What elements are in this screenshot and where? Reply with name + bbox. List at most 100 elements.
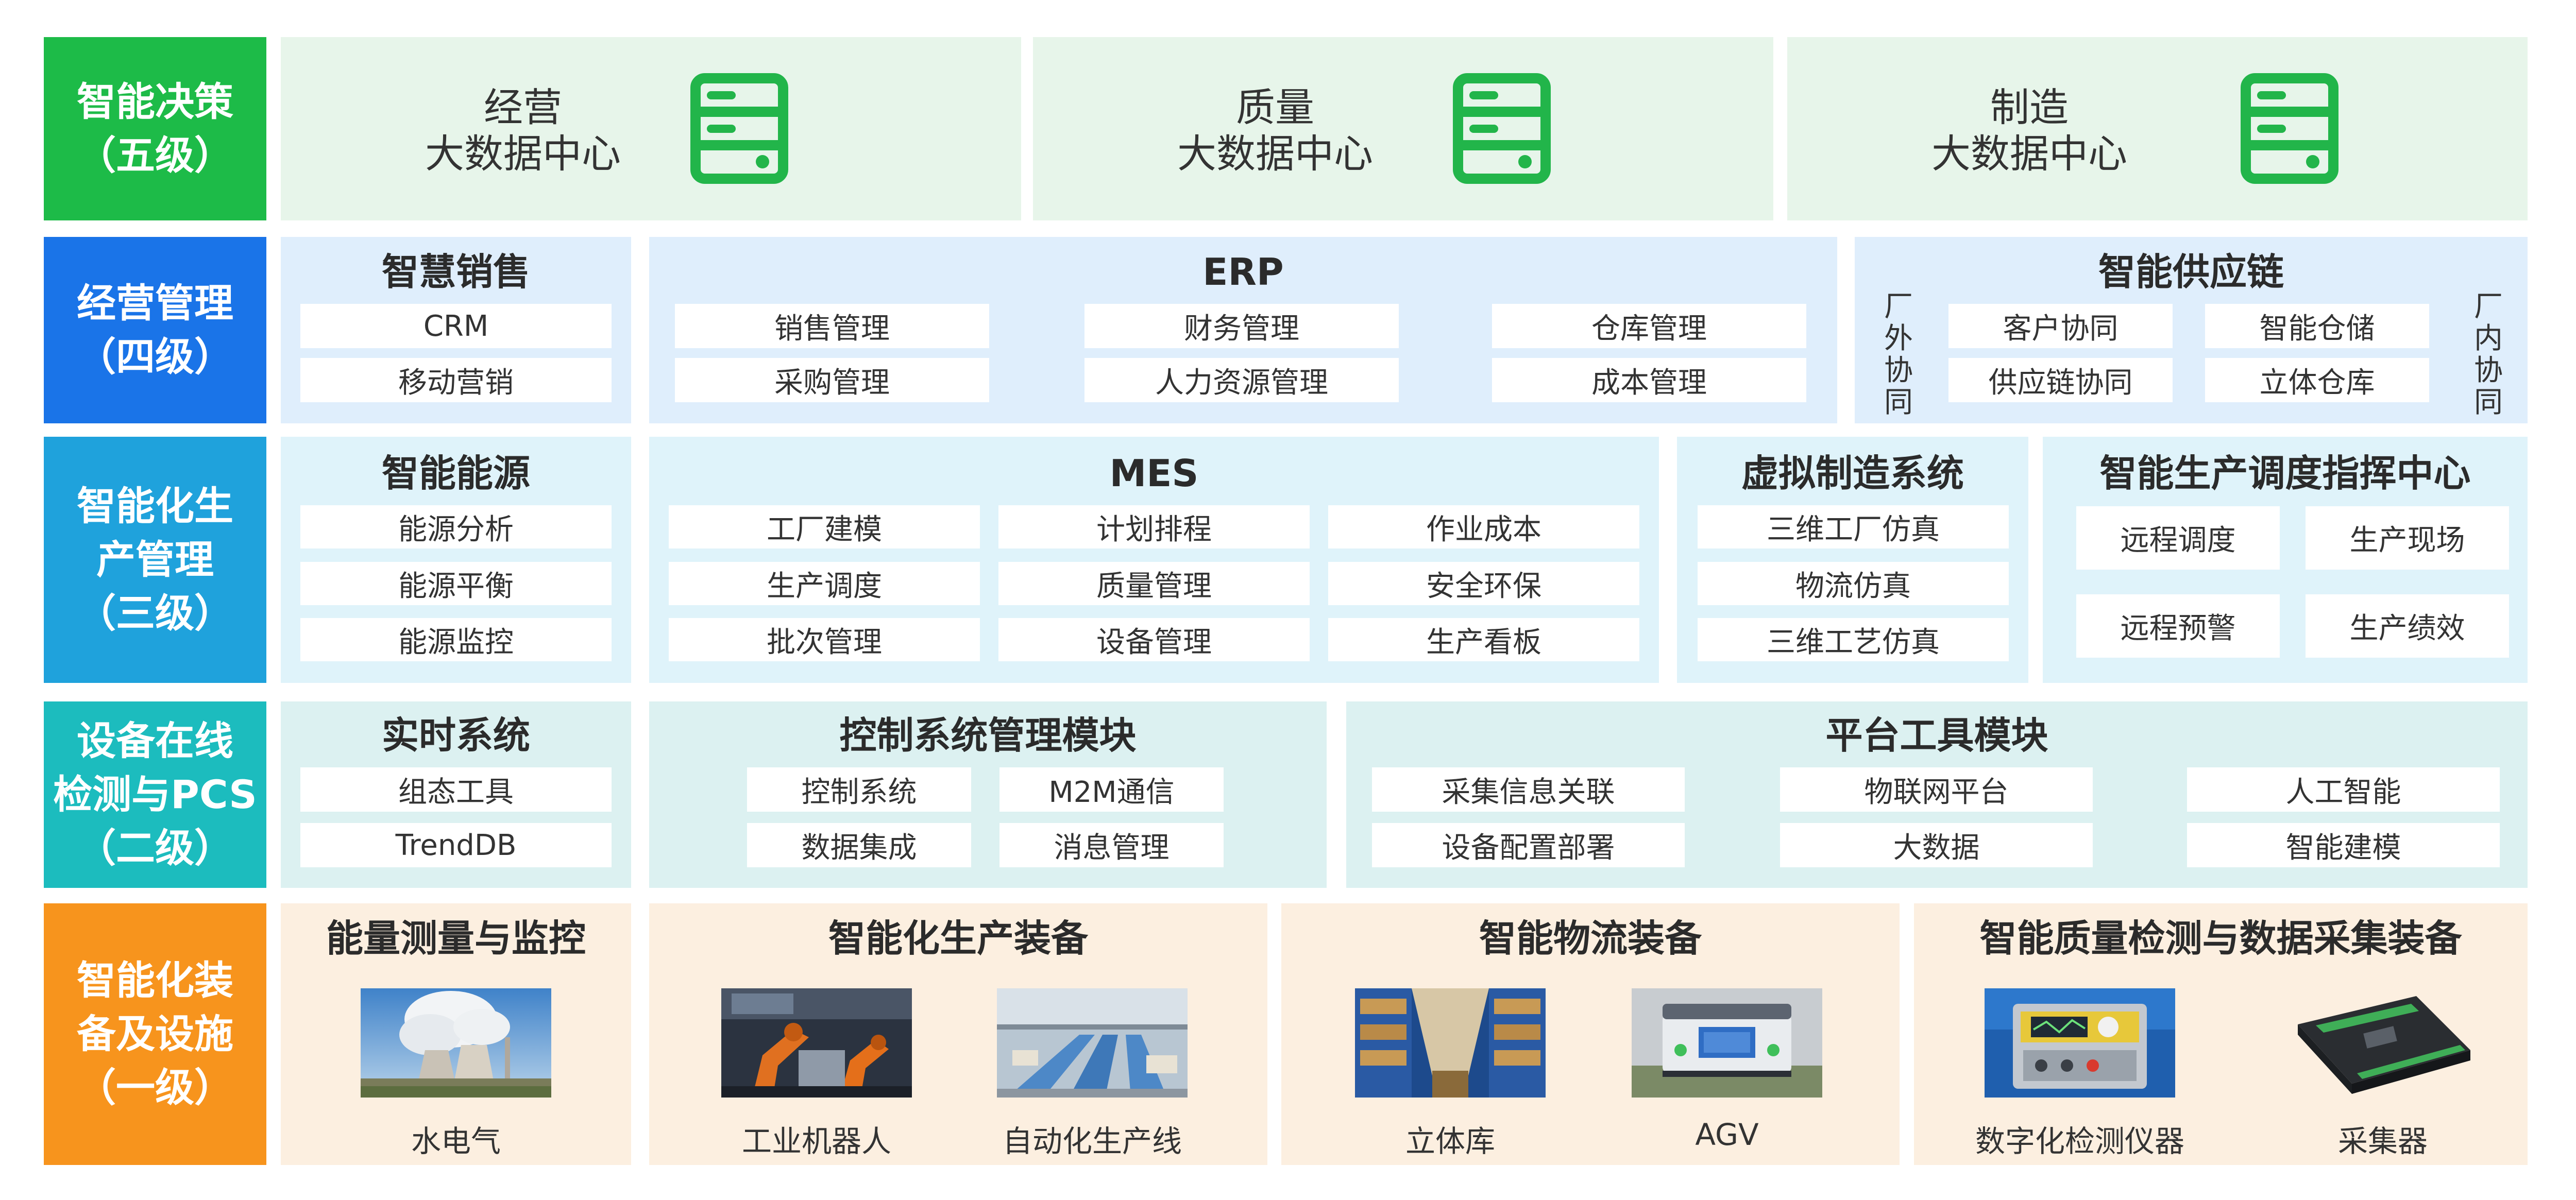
panel-title: ERP [1202,250,1284,294]
data-center-panel-manufacturing: 制造 大数据中心 [1787,37,2528,220]
external-collab-label: 厂外协同 [1884,290,1913,419]
panel-title: 智慧销售 [381,250,530,294]
module-trenddb: TrendDB [300,823,612,867]
equipment-caption: AGV [1695,1117,1759,1152]
module-mobile-marketing: 移动营销 [300,358,612,402]
panel-title: 控制系统管理模块 [839,714,1137,757]
power-plant-photo [361,988,551,1098]
panel-title: 虚拟制造系统 [1741,452,1964,495]
internal-collab-label: 厂内协同 [2474,290,2503,419]
module-safety-env: 安全环保 [1328,562,1639,605]
module-3d-factory-sim: 三维工厂仿真 [1698,505,2009,548]
module-3d-process-sim: 三维工艺仿真 [1698,618,2009,661]
module-production-kpi: 生产绩效 [2306,594,2509,658]
module-production-dispatch: 生产调度 [669,562,980,605]
module-activity-cost: 作业成本 [1328,505,1639,548]
panel-smart-logistics-equipment: 智能物流装备 立体库 AGV [1281,903,1900,1165]
panel-smart-supply-chain: 智能供应链 厂外协同 客户协同 智能仓储 供应链协同 立体仓库 厂内协同 [1855,237,2528,423]
panel-title: 能量测量与监控 [326,917,586,960]
panel-dispatch-center: 智能生产调度指挥中心 远程调度 生产现场 远程预警 生产绩效 [2043,437,2528,683]
module-warehouse-mgmt: 仓库管理 [1492,304,1806,348]
module-3d-warehouse: 立体仓库 [2205,358,2429,402]
module-config-tool: 组态工具 [300,767,612,812]
level-label-2: 设备在线 检测与PCS （二级） [44,701,266,888]
module-control-system: 控制系统 [747,767,971,812]
module-m2m: M2M通信 [999,767,1224,812]
panel-quality-data-equipment: 智能质量检测与数据采集装备 数字化检测仪器 采集器 [1914,903,2528,1165]
equipment-caption: 数字化检测仪器 [1975,1124,2184,1159]
level-label-1: 智能化装 备及设施 （一级） [44,903,266,1165]
panel-title: 智能生产调度指挥中心 [2099,452,2471,495]
module-smart-storage: 智能仓储 [2205,304,2429,348]
server-icon [1453,73,1551,184]
module-message-mgmt: 消息管理 [999,823,1224,867]
module-equipment-mgmt: 设备管理 [998,618,1310,661]
module-factory-modeling: 工厂建模 [669,505,980,548]
module-iot-platform: 物联网平台 [1780,767,2093,812]
module-data-integration: 数据集成 [747,823,971,867]
data-center-label: 制造 大数据中心 [1931,84,2127,177]
server-icon [690,73,788,184]
panel-smart-energy: 智能能源 能源分析 能源平衡 能源监控 [281,437,631,683]
panel-control-system-mgmt: 控制系统管理模块 控制系统 M2M通信 数据集成 消息管理 [649,701,1327,888]
module-energy-balance: 能源平衡 [300,562,612,605]
equipment-caption: 自动化生产线 [1002,1124,1182,1159]
equipment-caption: 工业机器人 [741,1124,891,1159]
module-batch-mgmt: 批次管理 [669,618,980,661]
panel-virtual-manufacturing: 虚拟制造系统 三维工厂仿真 物流仿真 三维工艺仿真 [1677,437,2028,683]
module-sales-mgmt: 销售管理 [675,304,989,348]
level-label-5: 智能决策 （五级） [44,37,266,220]
module-supply-chain-collab: 供应链协同 [1948,358,2173,402]
collector-photo [2287,988,2478,1098]
module-ai: 人工智能 [2187,767,2500,812]
module-big-data: 大数据 [1780,823,2093,867]
agv-photo [1632,988,1822,1098]
module-energy-monitor: 能源监控 [300,618,612,661]
warehouse-photo [1355,988,1546,1098]
panel-mes: MES 工厂建模 计划排程 作业成本 生产调度 质量管理 安全环保 批次管理 设… [649,437,1659,683]
module-scheduling: 计划排程 [998,505,1310,548]
data-center-panel-business: 经营 大数据中心 [281,37,1021,220]
panel-title: 智能化生产装备 [828,917,1088,960]
data-center-panel-quality: 质量 大数据中心 [1033,37,1773,220]
level-label-4: 经营管理 （四级） [44,237,266,423]
server-icon [2241,73,2338,184]
panel-title: 智能能源 [381,452,530,495]
equipment-caption: 立体库 [1405,1124,1495,1159]
module-production-board: 生产看板 [1328,618,1639,661]
panel-title: MES [1109,452,1199,495]
panel-title: 平台工具模块 [1825,714,2048,757]
module-hr-mgmt: 人力资源管理 [1084,358,1399,402]
module-smart-modeling: 智能建模 [2187,823,2500,867]
panel-platform-tools: 平台工具模块 采集信息关联 物联网平台 人工智能 设备配置部署 大数据 智能建模 [1346,701,2528,888]
module-crm: CRM [300,304,612,348]
equipment-caption: 采集器 [2337,1124,2428,1159]
level-label-3: 智能化生 产管理 （三级） [44,437,266,683]
panel-smart-production-equipment: 智能化生产装备 工业机器人 自动化生产线 [649,903,1267,1165]
data-center-label: 经营 大数据中心 [425,84,621,177]
module-quality-mgmt: 质量管理 [998,562,1310,605]
module-remote-warning: 远程预警 [2076,594,2280,658]
module-purchase-mgmt: 采购管理 [675,358,989,402]
data-center-label: 质量 大数据中心 [1177,84,1373,177]
module-customer-collab: 客户协同 [1948,304,2173,348]
panel-title: 智能质量检测与数据采集装备 [1979,917,2462,960]
module-info-association: 采集信息关联 [1372,767,1685,812]
equipment-caption: 水电气 [411,1124,501,1159]
module-finance-mgmt: 财务管理 [1084,304,1399,348]
panel-title: 实时系统 [381,714,530,757]
module-logistics-sim: 物流仿真 [1698,562,2009,605]
module-production-site: 生产现场 [2306,506,2509,570]
module-remote-dispatch: 远程调度 [2076,506,2280,570]
module-cost-mgmt: 成本管理 [1492,358,1806,402]
panel-smart-sales: 智慧销售 CRM 移动营销 [281,237,631,423]
panel-erp: ERP 销售管理 财务管理 仓库管理 采购管理 人力资源管理 成本管理 [649,237,1837,423]
module-energy-analysis: 能源分析 [300,505,612,548]
panel-title: 智能供应链 [2098,250,2284,294]
instrument-photo [1985,988,2175,1098]
industrial-robot-photo [721,988,912,1098]
module-device-config: 设备配置部署 [1372,823,1685,867]
panel-realtime-system: 实时系统 组态工具 TrendDB [281,701,631,888]
panel-title: 智能物流装备 [1479,917,1702,960]
panel-energy-measure: 能量测量与监控 水电气 [281,903,631,1165]
